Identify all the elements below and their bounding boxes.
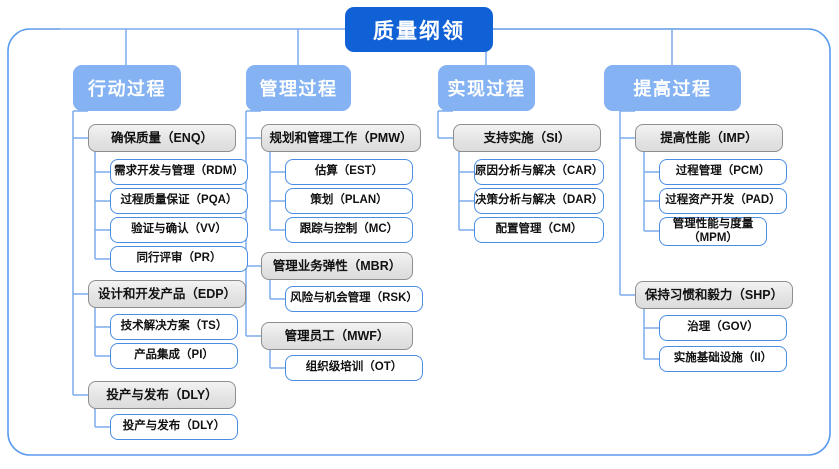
- group-box-edp[interactable]: 设计和开发产品（EDP）: [88, 280, 246, 308]
- group-box-shp[interactable]: 保持习惯和毅力（SHP）: [635, 281, 793, 309]
- leaf-box-cm[interactable]: 配置管理（CM）: [474, 217, 604, 243]
- leaf-box-vv[interactable]: 验证与确认（VV）: [110, 217, 248, 243]
- group-box-si[interactable]: 支持实施（SI）: [453, 124, 601, 152]
- leaf-box-pcm[interactable]: 过程管理（PCM）: [659, 159, 787, 185]
- root-title: 质量纲领: [345, 7, 493, 52]
- leaf-box-plan[interactable]: 策划（PLAN）: [285, 188, 413, 214]
- leaf-box-gov[interactable]: 治理（GOV）: [659, 315, 787, 341]
- column-header-improvement[interactable]: 提高过程: [604, 65, 741, 111]
- leaf-box-pad[interactable]: 过程资产开发（PAD）: [659, 188, 787, 214]
- leaf-box-mpm[interactable]: 管理性能与度量（MPM）: [659, 217, 767, 246]
- group-box-pmw[interactable]: 规划和管理工作（PMW）: [261, 124, 421, 152]
- leaf-box-car[interactable]: 原因分析与解决（CAR）: [474, 159, 604, 185]
- leaf-box-pi[interactable]: 产品集成（PI）: [110, 343, 238, 369]
- leaf-box-ts[interactable]: 技术解决方案（TS）: [110, 314, 238, 340]
- leaf-box-pqa[interactable]: 过程质量保证（PQA）: [110, 188, 248, 214]
- leaf-box-mc[interactable]: 跟踪与控制（MC）: [285, 217, 413, 243]
- group-box-enq[interactable]: 确保质量（ENQ）: [88, 124, 236, 152]
- column-header-implementation[interactable]: 实现过程: [438, 65, 535, 111]
- leaf-box-pr[interactable]: 同行评审（PR）: [110, 246, 248, 272]
- group-box-mwf[interactable]: 管理员工（MWF）: [261, 322, 413, 350]
- leaf-box-dly[interactable]: 投产与发布（DLY）: [110, 414, 238, 440]
- leaf-box-rdm[interactable]: 需求开发与管理（RDM）: [110, 159, 248, 185]
- leaf-box-ot[interactable]: 组织级培训（OT）: [285, 355, 423, 381]
- column-header-action[interactable]: 行动过程: [73, 65, 181, 111]
- leaf-box-est[interactable]: 估算（EST）: [285, 159, 413, 185]
- group-box-imp[interactable]: 提高性能（IMP）: [635, 124, 783, 152]
- column-header-management[interactable]: 管理过程: [246, 65, 351, 111]
- group-box-dly[interactable]: 投产与发布（DLY）: [88, 381, 236, 409]
- group-box-mbr[interactable]: 管理业务弹性（MBR）: [261, 252, 413, 280]
- leaf-box-dar[interactable]: 决策分析与解决（DAR）: [474, 188, 604, 214]
- leaf-box-ii[interactable]: 实施基础设施（II）: [659, 346, 787, 372]
- leaf-box-rsk[interactable]: 风险与机会管理（RSK）: [285, 286, 423, 312]
